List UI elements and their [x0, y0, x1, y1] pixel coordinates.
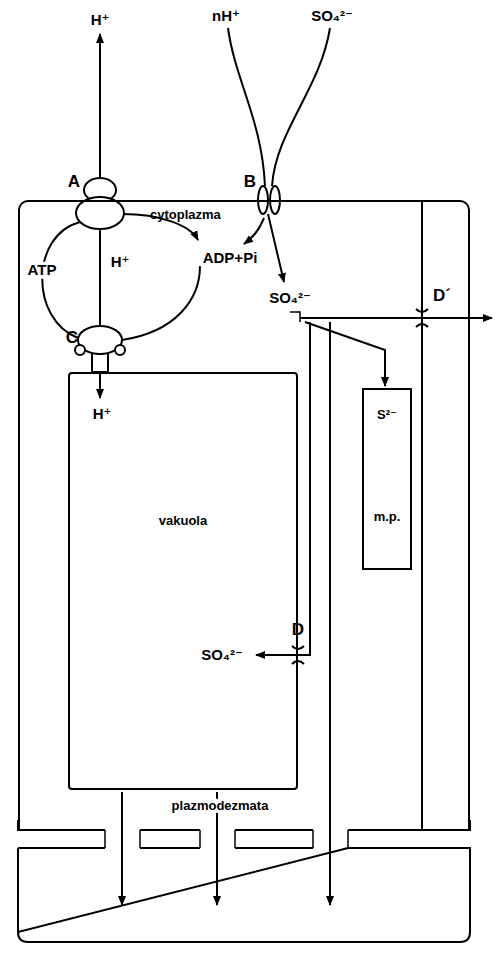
node-text: cytoplazma: [150, 208, 221, 222]
diagram-label: D´: [431, 287, 453, 306]
sulfate-influx: [272, 28, 330, 186]
diagram-label: SO₄²⁻: [267, 290, 313, 307]
sulfate-arrow: [268, 214, 284, 282]
adp-arc: [122, 266, 200, 340]
diagram-label: B: [242, 173, 258, 192]
cell-bottom: [18, 820, 470, 830]
adp-arrow: [244, 218, 264, 244]
channel-d: [292, 646, 304, 664]
diagram-label: SO₄²⁻: [199, 647, 245, 664]
node-text: vakuola: [70, 514, 296, 528]
diagram-label: SO₄²⁻: [309, 8, 355, 25]
diagram-label: ADP+Pi: [201, 250, 260, 267]
membrane-line: [421, 200, 423, 830]
channel-d-prime: [416, 309, 428, 327]
diagram-label: plazmodezmata: [170, 799, 271, 813]
proton-line: [99, 228, 101, 326]
diagram-label: D: [290, 621, 306, 640]
vacuole-box: vakuola: [68, 372, 298, 790]
pump-a: [76, 178, 124, 229]
proton-influx: [228, 28, 265, 186]
diagram-label: C: [64, 329, 80, 348]
plasmodesma-arrow: [121, 792, 123, 905]
cell-body: cytoplazma vakuola S²⁻ m.p.: [18, 200, 470, 830]
diagram-label: H⁺: [109, 254, 132, 271]
plasmodesma-channel: [105, 830, 348, 848]
diagram-label: nH⁺: [210, 8, 242, 25]
diagram-label: ATP: [26, 262, 59, 279]
branch-notch: [290, 312, 300, 322]
process-box: S²⁻ m.p.: [362, 388, 412, 570]
diagram-label: H⁺: [89, 12, 112, 29]
sulfate-export: [300, 317, 492, 319]
lower-cell-side: [17, 848, 19, 932]
sulfate-reduction: [305, 322, 385, 386]
node-text: m.p.: [364, 510, 410, 524]
node-text: S²⁻: [364, 408, 410, 422]
lower-cell: [18, 848, 470, 942]
proton-arrow: [99, 34, 101, 182]
pump-c: [75, 326, 125, 372]
diagram-label: H⁺: [91, 406, 114, 423]
atp-arc: [42, 222, 80, 338]
plasmodesma-arrow: [329, 322, 331, 905]
diagram-label: A: [66, 173, 82, 192]
